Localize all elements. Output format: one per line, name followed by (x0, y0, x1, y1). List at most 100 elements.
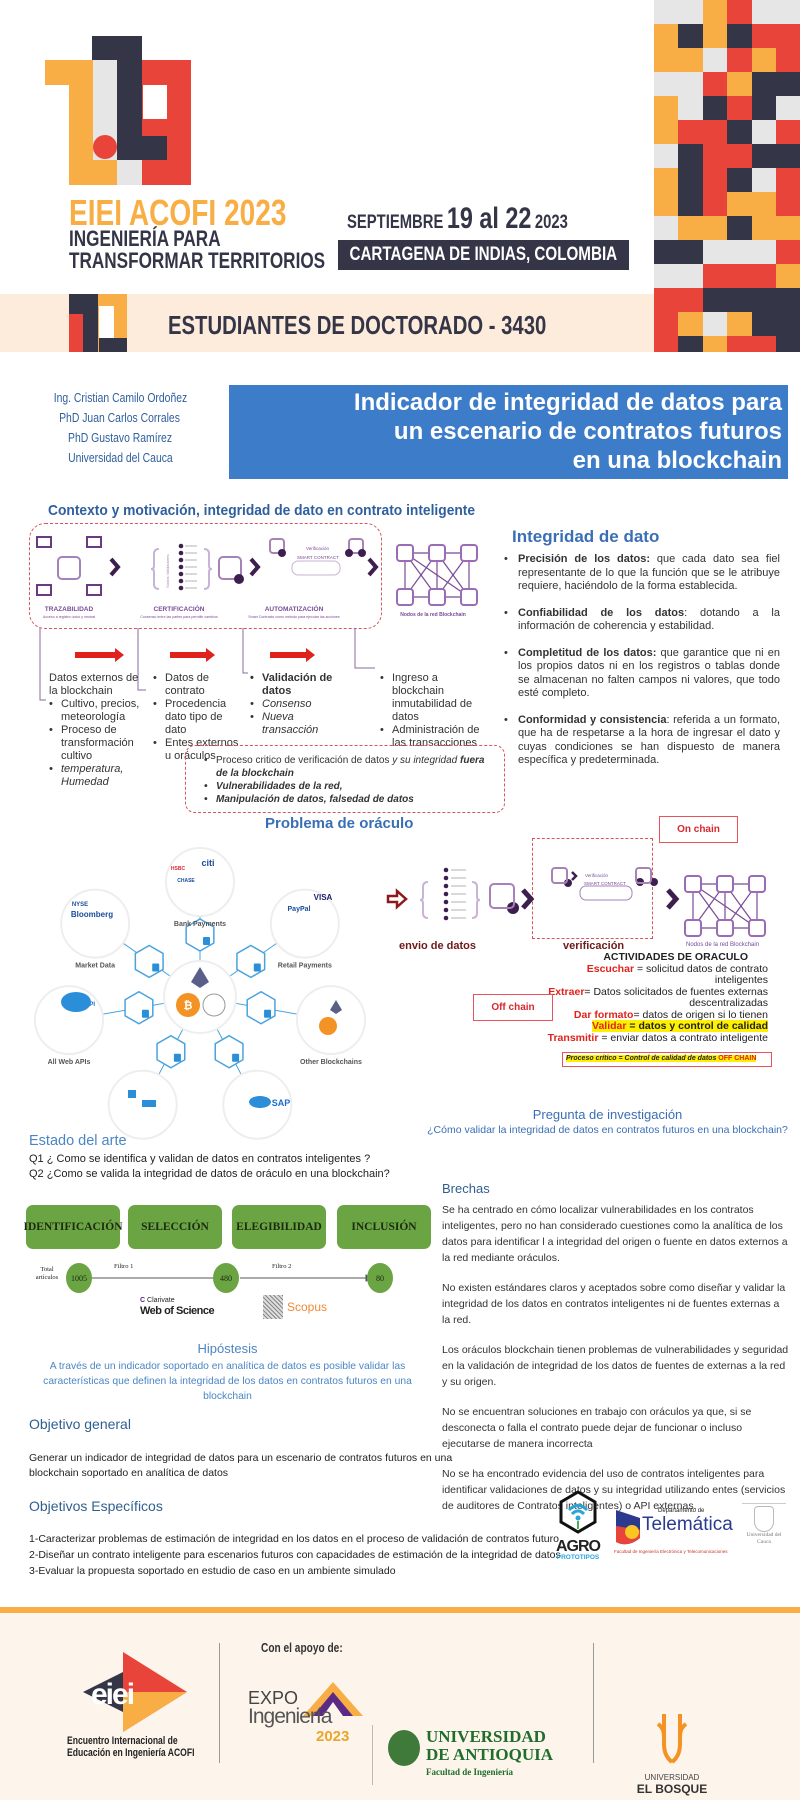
blockchain-process-frame (29, 523, 382, 629)
hipotesis-heading: Hipóstesis (197, 1341, 258, 1356)
mosaic-tile (678, 24, 704, 49)
mosaic-tile (654, 336, 679, 352)
mosaic-tile (727, 264, 753, 289)
event-location: CARTAGENA DE INDIAS, COLOMBIA (349, 244, 618, 265)
critical-process-note: Proceso crítico = Control de calidad de … (562, 1052, 772, 1067)
footer-separator (219, 1643, 220, 1763)
proceso-text: fuera de la blockchain (216, 755, 485, 779)
mosaic-tile (678, 312, 704, 337)
column-item: Datos de contrato (153, 672, 243, 698)
envio-label: envio de datos (399, 940, 477, 952)
computer-icon (36, 536, 52, 548)
mosaic-tile (751, 264, 777, 289)
column-validacion: Validación de datosConsensoNueva transac… (250, 672, 350, 737)
mosaic-tile (654, 144, 679, 169)
mosaic-tile (654, 96, 679, 121)
mosaic-tile (751, 120, 777, 145)
column-item: Entes externos u oráculos (153, 737, 243, 763)
blockchain-node-icon (684, 919, 702, 937)
padlock-icon (128, 1090, 136, 1098)
lock-icon (173, 1053, 181, 1062)
mosaic-tile (654, 312, 679, 337)
hsbc-logo: HSBC (171, 866, 186, 872)
event-name: EIEI ACOFI 2023 (69, 192, 287, 233)
data-source-node (60, 888, 131, 959)
el-bosque-logo: UNIVERSIDAD EL BOSQUE (632, 1710, 712, 1796)
eiei-logo: eiei (83, 1652, 187, 1732)
mosaic-tile (776, 192, 800, 217)
mosaic-tile (727, 144, 753, 169)
author-2: PhD Juan Carlos Corrales (59, 410, 181, 425)
unicauca-logo: Universidad del Cauca (742, 1503, 786, 1546)
column-item: Administración de las transacciones (380, 724, 492, 750)
category-code: 3430 (501, 310, 547, 340)
mosaic-tile (702, 192, 728, 217)
mosaic-tile (678, 288, 704, 313)
mosaic-tile (678, 72, 704, 97)
chainlink-cube-icon (124, 990, 154, 1025)
ethereum-icon (330, 1000, 342, 1014)
node-link (404, 552, 470, 598)
data-source-node (165, 847, 235, 917)
tagline-line1: INGENIERÍA PARA (69, 226, 221, 251)
nodes-label: Nodos de la red Blockchain (400, 612, 466, 618)
verification-frame (532, 838, 653, 939)
telematica-logo: Departamento de Telemática Facultad de I… (614, 1508, 733, 1554)
computer-icon (36, 584, 52, 596)
lock-icon (203, 937, 210, 945)
mosaic-tile (727, 0, 753, 25)
mosaic-tile (751, 72, 777, 97)
blockchain-node-icon (428, 544, 446, 562)
tagline-line2: TRANSFORMAR TERRITORIOS (69, 248, 326, 273)
unicauca-shield-icon (754, 1506, 774, 1532)
mosaic-tile (727, 336, 753, 352)
integridad-list: Precisión de los datos: que cada dato se… (504, 553, 780, 781)
title-line-3: en una blockchain (572, 447, 782, 474)
mosaic-tile (751, 312, 777, 337)
mosaic-tile (654, 168, 679, 193)
chevron-icon (367, 557, 379, 577)
mosaic-tile (702, 168, 728, 193)
support-label: Con el apoyo de: (261, 1640, 343, 1655)
mosaic-tile (678, 120, 704, 145)
mosaic-tile (702, 288, 728, 313)
objetivo-item: 3-Evaluar la propuesta soportado en estu… (29, 1565, 396, 1577)
mosaic-tile (727, 96, 753, 121)
mosaic-tile (751, 336, 777, 352)
mosaic-tile (654, 192, 679, 217)
column-item: Proceso de transformación cultivo (49, 724, 149, 763)
mosaic-tile (702, 144, 728, 169)
mosaic-tile (678, 264, 704, 289)
cloud-icon (61, 992, 91, 1012)
mosaic-tile (751, 288, 777, 313)
blockchain-node-icon (460, 588, 478, 606)
research-question-1: Q1 ¿ Como se identifica y validan de dat… (29, 1153, 371, 1165)
pregunta-text: ¿Cómo validar la integridad de datos en … (427, 1124, 788, 1136)
filter-1-label: Filtro 1 (114, 1263, 134, 1270)
critical-process-box: Proceso critico de verificación de datos… (185, 745, 505, 813)
authors-block: Ing. Cristian Camilo Ordoñez PhD Juan Ca… (20, 388, 220, 468)
mosaic-tile (702, 72, 728, 97)
blockchain-nodes-network (396, 544, 478, 606)
research-question-2: Q2 ¿Como se valida la integridad de dato… (29, 1168, 390, 1180)
sap-logo: SAP (272, 1098, 291, 1108)
chevron-icon (109, 557, 121, 577)
mosaic-tile (654, 120, 679, 145)
mosaic-tile (776, 288, 800, 313)
small-event-logo (69, 294, 127, 352)
brecha-paragraph: No se ha encontrado evidencia del uso de… (442, 1468, 786, 1512)
column-item: Consenso (250, 698, 350, 711)
oracle-flow-diagram: Verificación SMART CONTRACT (386, 867, 766, 937)
author-1: Ing. Cristian Camilo Ordoñez (53, 390, 187, 405)
bloomberg-logo: Bloomberg (71, 910, 113, 919)
blockchain-node-icon (748, 919, 766, 937)
blockchain-node-icon (460, 544, 478, 562)
objetivo-item: 1-Caracterizar problemas de estimación d… (29, 1533, 559, 1545)
mosaic-tile (727, 24, 753, 49)
lock-icon (152, 963, 160, 972)
flow-arrows (90, 1274, 372, 1282)
chainlink-cube-icon (156, 1034, 186, 1069)
oraculo-heading: Problema de oráculo (265, 815, 414, 832)
stage-automatizacion: AUTOMATIZACIÓN (265, 604, 324, 613)
